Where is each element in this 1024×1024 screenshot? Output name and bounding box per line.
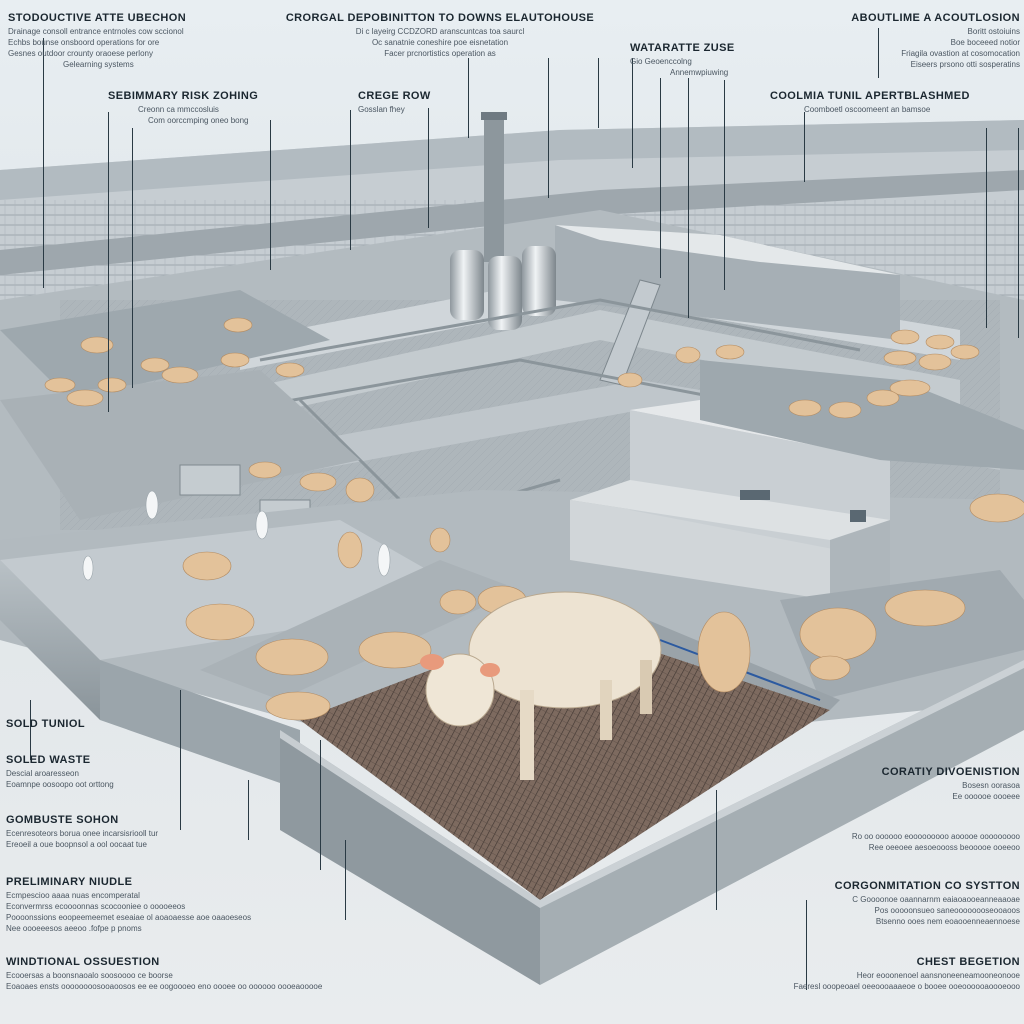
leader-line xyxy=(724,80,725,290)
label-line: Gesnes outdoor crounty oraoese perlony xyxy=(8,49,153,59)
label-title: WINDTIONAL OSSUESTION xyxy=(6,956,160,968)
leader-line xyxy=(598,58,599,128)
leader-line xyxy=(986,128,987,328)
label-sold-tunnel: SOLD TUNIOL xyxy=(6,718,146,731)
label-line: Btsenno ooes nem eoaooenneaennoese xyxy=(875,917,1020,927)
leader-line xyxy=(688,78,689,318)
label-line: Descial aroaresseon xyxy=(6,768,79,778)
label-line: Ereoeil a oue boopnsol a ool oocaat tue xyxy=(6,839,147,849)
label-combustion: GOMBUSTE SOHON Ecenresoteors borua onee … xyxy=(6,814,266,849)
label-cooling-tunnel: COOLMIA TUNIL APERTBLASHMED Coomboetl os… xyxy=(770,90,1020,114)
label-line: Ecooersas a boonsnaoalo soosoooo ce boor… xyxy=(6,970,173,980)
label-line: Eiseers prsono otti sosperatins xyxy=(910,60,1020,70)
label-solid-waste: SOLED WASTE Descial aroaresseon Eoamnpe … xyxy=(6,754,206,789)
leader-line xyxy=(108,112,109,412)
label-title: SEBIMMARY RISK ZOHING xyxy=(108,90,259,102)
leader-line xyxy=(248,780,249,840)
label-top-right: ABOUTLIME A ACOUTLOSION Boritt ostoiuins… xyxy=(800,12,1020,69)
label-title: WATARATTE ZUSE xyxy=(630,42,735,54)
leader-line xyxy=(468,58,469,138)
label-line: Ecenresoteors borua onee incarsisriooll … xyxy=(6,828,159,838)
leader-line xyxy=(878,28,879,78)
label-line: Boe boceeed notior xyxy=(950,37,1020,47)
label-line: C Goooonoe oaannarnm eaiaoaooeanneaaoae xyxy=(852,894,1020,904)
label-line: Creonn ca mmccosluis xyxy=(138,104,219,114)
label-line: Ro oo oooooo eooooooooo aooooe ooooooooo xyxy=(851,832,1020,841)
label-preliminary: PRELIMINARY NIUDLE Ecmpescioo aaaa nuas … xyxy=(6,876,326,933)
label-top-center: CRORGAL DEPOBINITTON TO DOWNS ELAUTOHOUS… xyxy=(260,12,620,58)
leader-line xyxy=(43,38,44,288)
main-cow xyxy=(420,591,662,780)
label-title: PRELIMINARY NIUDLE xyxy=(6,876,133,888)
label-title: GOMBUSTE SOHON xyxy=(6,814,119,826)
label-line: Coomboetl oscoomeent an bamsoe xyxy=(804,104,931,114)
leader-line xyxy=(428,108,429,228)
label-line: Boritt ostoiuins xyxy=(967,26,1020,36)
label-line: Friagila ovastion at cosomocation xyxy=(901,49,1020,59)
label-title: SOLD TUNIOL xyxy=(6,718,85,730)
label-line: Echbs bounse onsboord operations for ore xyxy=(8,37,160,47)
label-line: Eoaoaes ensts oooooooosooaoosos ee ee oo… xyxy=(6,981,323,991)
leader-line xyxy=(804,112,805,182)
leader-line xyxy=(806,900,807,990)
leader-line xyxy=(30,700,31,760)
label-line: Di c layeirg CCDZORD aranscuntcas toa sa… xyxy=(355,26,525,36)
label-line: Econvermrss ecoooonnas scocooniee o oooo… xyxy=(6,901,186,911)
label-line: Heor eooonenoel aansnoneeneamooneonooe xyxy=(856,970,1020,980)
leader-line xyxy=(132,128,133,388)
leader-line xyxy=(270,120,271,270)
leader-line xyxy=(660,78,661,278)
label-condensation-system: CORGONMITATION CO SYSTTON C Goooonoe oaa… xyxy=(760,880,1020,926)
leader-line xyxy=(345,840,346,920)
label-line: Ree oeeoee aesoeoooss beooooe ooeeoo xyxy=(868,843,1020,853)
label-line: Poooonssions eoopeemeemet eseaiae ol aoa… xyxy=(6,913,252,923)
label-line: Facer prcnortistics operation as xyxy=(384,49,496,59)
label-line: Faeresl ooopeoael oeeoooaaaeoe o booee o… xyxy=(793,981,1020,991)
label-title: CHEST BEGETION xyxy=(916,956,1020,968)
label-line: Gio Geoenccolng xyxy=(630,56,692,66)
cattle-group xyxy=(44,317,1024,721)
label-county-division: CORATIY DIVOENISTION Bosesn oorasoa Ee o… xyxy=(800,766,1020,801)
label-line: Ecmpescioo aaaa nuas encomperatal xyxy=(6,890,140,900)
leader-line xyxy=(1018,128,1019,338)
label-title: SOLED WASTE xyxy=(6,754,91,766)
label-line: Bosesn oorasoa xyxy=(962,780,1020,790)
label-line: Annemwpiuwing xyxy=(670,67,729,77)
leader-line xyxy=(716,790,717,910)
silos xyxy=(450,246,556,330)
label-title: CORGONMITATION CO SYSTTON xyxy=(834,880,1020,892)
label-line: Com oorccmping oneo bong xyxy=(148,115,249,125)
leader-line xyxy=(632,58,633,168)
leader-line xyxy=(180,690,181,830)
label-line: Drainage consoll entrance entrnoles cow … xyxy=(8,26,184,36)
leader-line xyxy=(548,58,549,198)
label-title: STODOUCTIVE ATTE UBECHON xyxy=(8,12,187,24)
label-water-zone: WATARATTE ZUSE Gio Geoenccolng Annemwpiu… xyxy=(630,42,790,77)
label-title: CORATIY DIVOENISTION xyxy=(881,766,1020,778)
label-line: Eoamnpe oosoopo oot orttong xyxy=(6,779,114,789)
label-line: Ee oooooe oooeee xyxy=(952,791,1020,801)
label-line: Pos ooooonsueo saneoooooooseooaoos xyxy=(874,905,1020,915)
leader-line xyxy=(320,740,321,870)
label-title: ABOUTLIME A ACOUTLOSION xyxy=(851,12,1020,24)
label-mid-right: Ro oo oooooo eooooooooo aooooe ooooooooo… xyxy=(790,830,1020,852)
workers xyxy=(82,490,391,581)
label-operational: WINDTIONAL OSSUESTION Ecooersas a boonsn… xyxy=(6,956,406,991)
label-title: CREGE ROW xyxy=(358,90,431,102)
label-line: Gelearning systems xyxy=(63,60,134,70)
leader-line xyxy=(350,110,351,250)
label-title: CRORGAL DEPOBINITTON TO DOWNS ELAUTOHOUS… xyxy=(285,12,595,24)
label-chest-section: CHEST BEGETION Heor eooonenoel aansnonee… xyxy=(700,956,1020,991)
label-line: Nee oooeeesos aeeoo .fofpe p pnoms xyxy=(6,924,142,934)
label-line: Gosslan fhey xyxy=(358,104,405,114)
label-line: Oc sanatnie coneshire poe eisnetation xyxy=(371,37,509,47)
label-cage-row: CREGE ROW Gosslan fhey xyxy=(358,90,478,114)
label-sedimentary-zone: SEBIMMARY RISK ZOHING Creonn ca mmccoslu… xyxy=(108,90,298,125)
label-top-left: STODOUCTIVE ATTE UBECHON Drainage consol… xyxy=(8,12,248,69)
label-title: COOLMIA TUNIL APERTBLASHMED xyxy=(770,90,970,102)
